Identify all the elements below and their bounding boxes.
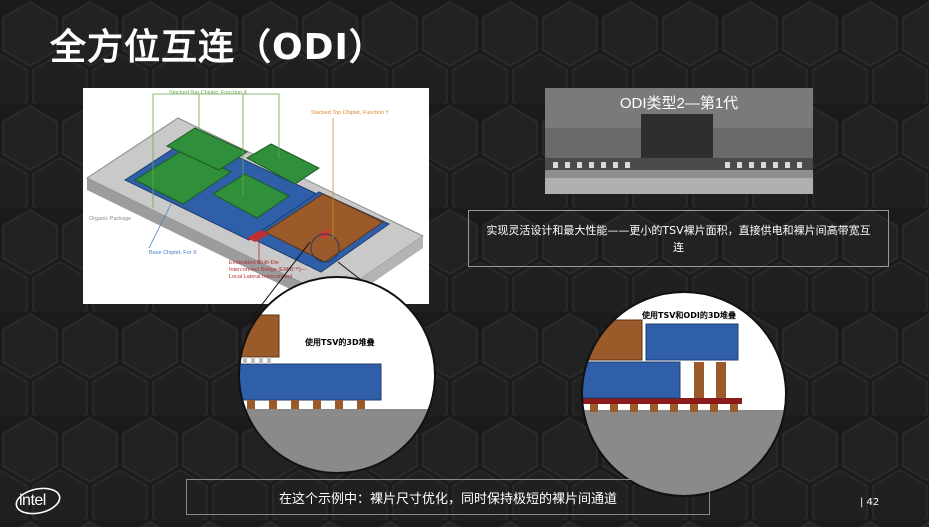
- zoom-circle-tsv: 使用TSV的3D堆叠: [237, 275, 437, 475]
- callout-stacked-top-x: Stacked Top Chiplet, Function X: [169, 90, 248, 96]
- description-text: 实现灵活设计和最大性能——更小的TSV裸片面积，直接供电和裸片间高带宽互连: [486, 223, 871, 254]
- zoom-tsv-illustration: [238, 276, 436, 474]
- intel-logo-text: intel: [19, 492, 46, 509]
- slide-title: 全方位互连（ODI）: [50, 27, 386, 68]
- callout-organic-package: Organic Package: [89, 216, 132, 222]
- cross-section-photo: ODI类型2—第1代: [545, 88, 813, 194]
- callout-stacked-top-y: Stacked Top Chiplet, Function Y: [311, 110, 390, 116]
- callout-emib-line1: Embedded Multi-Die: [229, 260, 279, 266]
- zoom-tsv-label: 使用TSV的3D堆叠: [305, 338, 375, 347]
- package-diagram: Stacked Top Chiplet, Function X Stacked …: [83, 88, 429, 304]
- callout-emib-line3: Local Lateral Interconnect: [229, 274, 293, 280]
- callout-emib-line2: Interconnect Bridge (EMIB™)—: [229, 267, 307, 273]
- zoom-circle-tsv-odi: 使用TSV和ODI的3D堆叠: [580, 290, 788, 498]
- footer-caption: 在这个示例中：裸片尺寸优化，同时保持极短的裸片间通道: [278, 491, 617, 507]
- page-number: | 42: [860, 497, 880, 508]
- zoom-tsv-odi-label: 使用TSV和ODI的3D堆叠: [642, 311, 737, 320]
- package-illustration: [85, 93, 424, 304]
- cross-section-title: ODI类型2—第1代: [619, 95, 739, 112]
- callout-base-chiplet: Base Chiplet, For X: [149, 250, 197, 256]
- footer-caption-box: 在这个示例中：裸片尺寸优化，同时保持极短的裸片间通道: [186, 479, 710, 515]
- zoom-tsv-odi-illustration: [581, 291, 787, 497]
- description-box: 实现灵活设计和最大性能——更小的TSV裸片面积，直接供电和裸片间高带宽互连: [468, 210, 889, 267]
- cross-section-image: [545, 88, 813, 194]
- intel-logo-icon: [15, 487, 61, 515]
